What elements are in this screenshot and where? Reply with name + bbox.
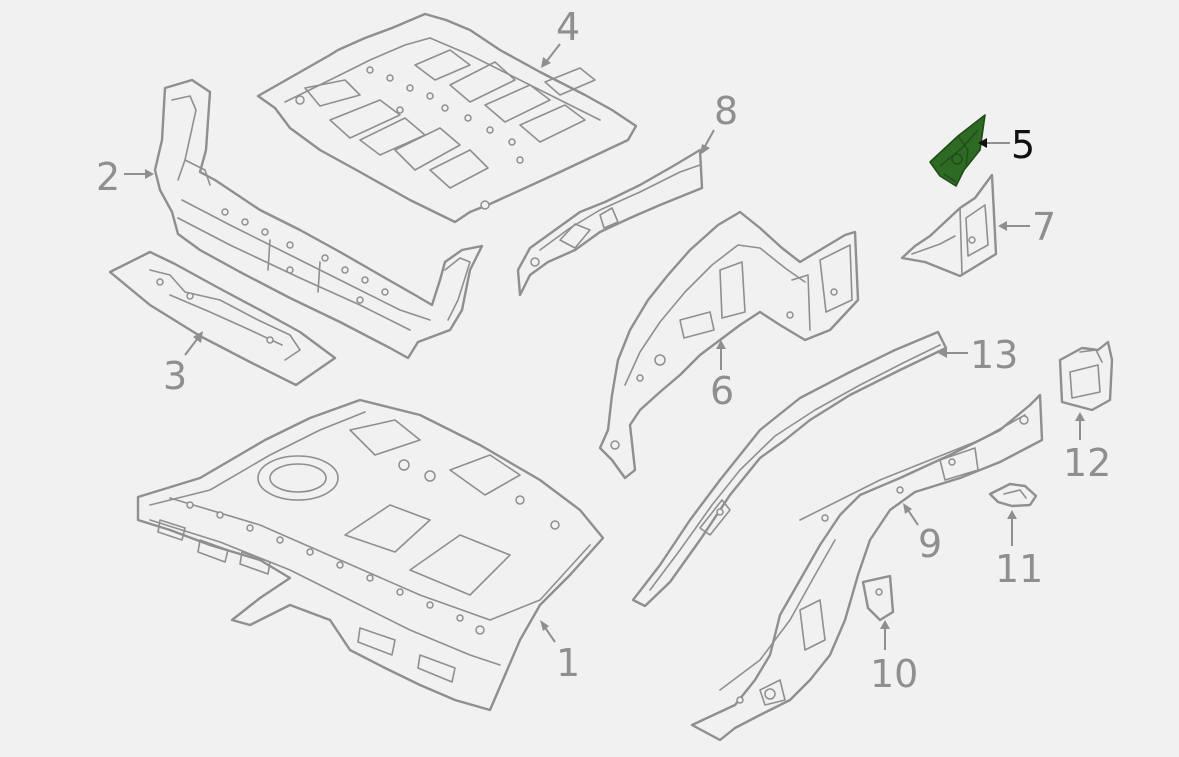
callout-5-highlighted[interactable]: 5: [1011, 123, 1035, 167]
part-2-rear-back-panel[interactable]: [153, 78, 484, 360]
part-7-bracket[interactable]: [900, 173, 998, 278]
part-10-plate[interactable]: [861, 574, 895, 622]
callout-13[interactable]: 13: [970, 333, 1018, 377]
part-9-longitudinal-member[interactable]: [690, 393, 1044, 742]
part-4-rear-floor-panel[interactable]: [256, 12, 638, 224]
callout-4[interactable]: 4: [556, 5, 580, 49]
part-12-mount[interactable]: [1058, 340, 1114, 412]
part-11-clip[interactable]: [988, 482, 1038, 508]
part-13-side-rail[interactable]: [631, 330, 948, 608]
callout-7[interactable]: 7: [1032, 205, 1056, 249]
callout-12[interactable]: 12: [1063, 441, 1111, 485]
leader-lines: [124, 43, 1085, 650]
callout-2[interactable]: 2: [96, 155, 120, 199]
callout-10[interactable]: 10: [870, 652, 918, 696]
callout-8[interactable]: 8: [714, 89, 738, 133]
part-3-reinforcement[interactable]: [108, 250, 337, 387]
part-6-wheelhouse[interactable]: [598, 210, 860, 480]
part-1-rear-floor[interactable]: [136, 398, 605, 712]
part-5-bracket-highlighted[interactable]: [929, 114, 986, 187]
callout-1[interactable]: 1: [556, 641, 580, 685]
callout-3[interactable]: 3: [163, 354, 187, 398]
callout-labels: 1 2 3 4 5 6 7 8 9 10 11 12 13: [96, 5, 1111, 696]
callout-11[interactable]: 11: [995, 547, 1043, 591]
part-8-upper-rail[interactable]: [516, 148, 704, 297]
callout-6[interactable]: 6: [710, 369, 734, 413]
callout-9[interactable]: 9: [918, 522, 942, 566]
